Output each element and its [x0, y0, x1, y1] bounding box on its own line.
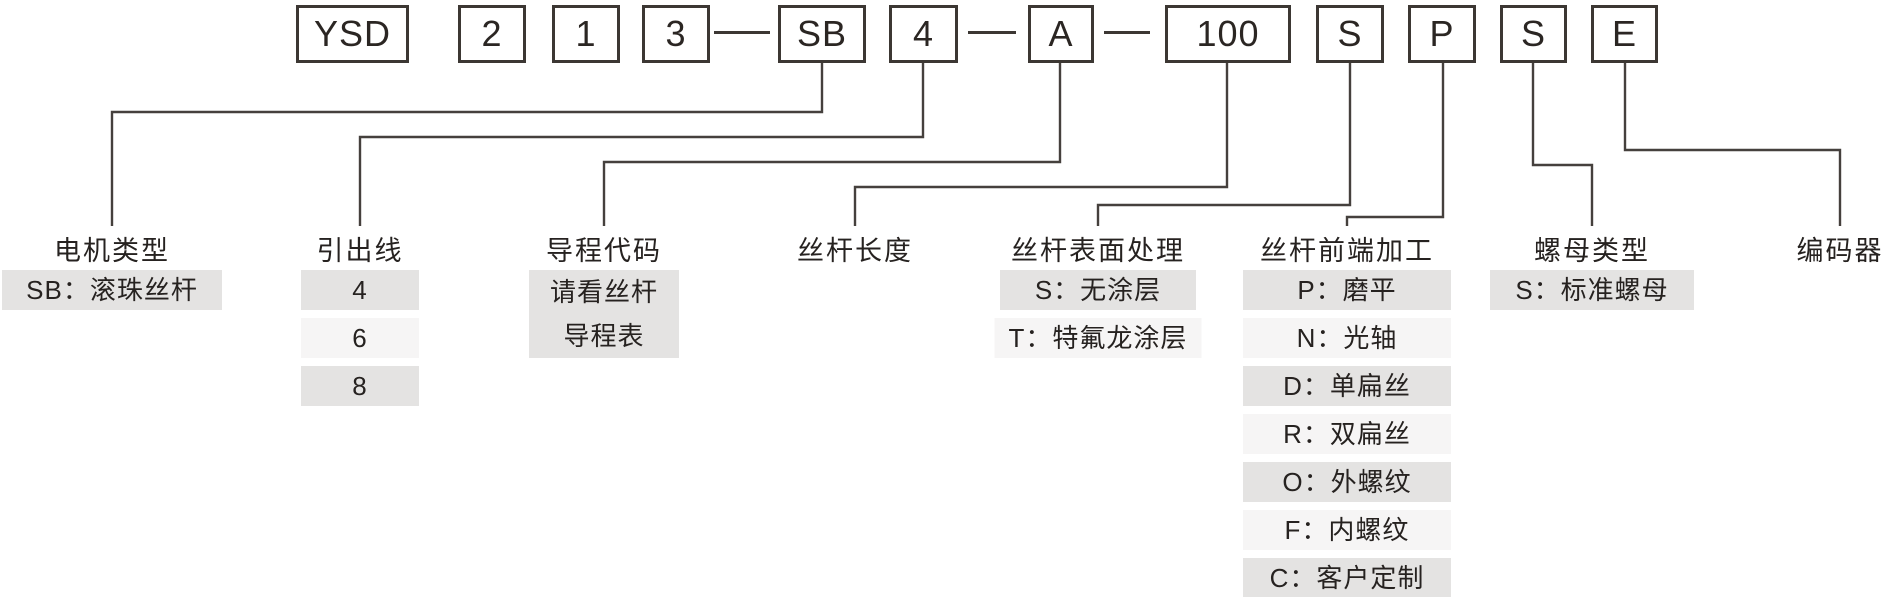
option-front-end-4: O：外螺纹	[1243, 462, 1451, 502]
connector-lead-code	[602, 63, 1062, 226]
connector-front-end	[1345, 63, 1445, 226]
code-box-7: 100	[1165, 5, 1291, 63]
column-title-surface: 丝杆表面处理	[1011, 236, 1185, 266]
code-box-10: S	[1500, 5, 1567, 63]
option-surface-0: S：无涂层	[1000, 270, 1196, 310]
option-lead-wire-1: 6	[301, 318, 419, 358]
column-title-nut-type: 螺母类型	[1534, 236, 1650, 266]
option-front-end-1: N：光轴	[1243, 318, 1451, 358]
connector-surface	[1096, 63, 1352, 226]
code-box-1: 2	[458, 5, 526, 63]
column-title-encoder: 编码器	[1796, 236, 1883, 266]
option-front-end-6: C：客户定制	[1243, 558, 1451, 597]
connector-screw-length	[853, 63, 1229, 226]
option-lead-wire-2: 8	[301, 366, 419, 406]
column-title-screw-length: 丝杆长度	[797, 236, 913, 266]
connector-lead-wire	[358, 63, 925, 226]
code-box-0: YSD	[296, 5, 409, 63]
code-separator-dash	[1104, 31, 1150, 34]
option-lead-code-0: 请看丝杆 导程表	[529, 270, 679, 358]
column-title-lead-wire: 引出线	[316, 236, 404, 266]
code-separator-dash	[714, 31, 770, 34]
option-motor-type-0: SB：滚珠丝杆	[2, 270, 222, 310]
option-lead-wire-0: 4	[301, 270, 419, 310]
code-box-3: 3	[642, 5, 710, 63]
option-nut-type-0: S：标准螺母	[1490, 270, 1694, 310]
code-separator-dash	[968, 31, 1016, 34]
code-box-5: 4	[889, 5, 958, 63]
column-title-front-end: 丝杆前端加工	[1260, 236, 1434, 266]
option-front-end-3: R：双扁丝	[1243, 414, 1451, 454]
code-box-2: 1	[552, 5, 620, 63]
code-box-4: SB	[778, 5, 866, 63]
connector-nut-type	[1531, 63, 1594, 226]
code-box-9: P	[1408, 5, 1476, 63]
code-box-6: A	[1028, 5, 1094, 63]
option-front-end-5: F：内螺纹	[1243, 510, 1451, 550]
connector-motor-type	[110, 63, 824, 226]
option-surface-1: T：特氟龙涂层	[994, 318, 1202, 358]
code-box-8: S	[1316, 5, 1384, 63]
connector-encoder	[1623, 63, 1842, 226]
option-front-end-0: P：磨平	[1243, 270, 1451, 310]
code-box-11: E	[1591, 5, 1658, 63]
option-front-end-2: D：单扁丝	[1243, 366, 1451, 406]
column-title-lead-code: 导程代码	[546, 236, 662, 266]
column-title-motor-type: 电机类型	[54, 236, 170, 266]
